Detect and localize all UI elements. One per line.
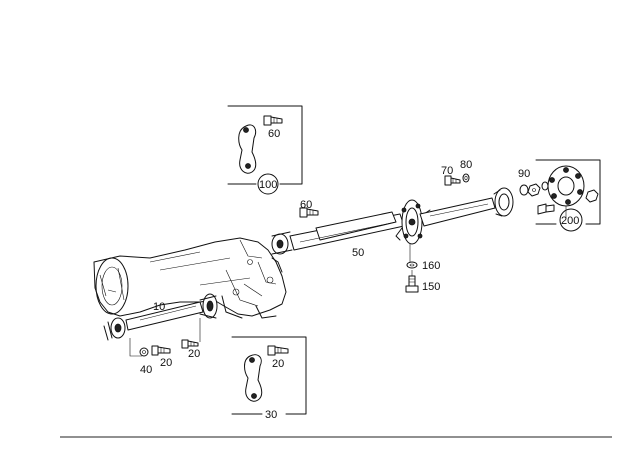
callout-30: 30 (265, 409, 277, 421)
callout-100: 100 (259, 179, 277, 191)
callout-200-circle (559, 208, 583, 232)
bolt-70 (444, 175, 461, 186)
washer-80 (462, 173, 470, 183)
callout-100-circle (257, 173, 279, 195)
callout-80: 80 (460, 159, 472, 171)
bolt-20-left (151, 345, 171, 356)
bracket-box-30 (231, 336, 307, 415)
bolt-150 (405, 275, 419, 293)
callout-20-left: 20 (160, 357, 172, 369)
nut-90 (519, 183, 541, 197)
washer-40 (139, 347, 149, 357)
front-propshaft (103, 301, 204, 341)
transmission-housing (93, 237, 287, 319)
callout-60-box: 60 (268, 128, 280, 140)
transmission-output-flange (199, 293, 218, 319)
callout-20-right: 20 (188, 348, 200, 360)
callout-200: 200 (561, 215, 579, 227)
rear-propshaft (419, 187, 514, 227)
bolt-60-middle (299, 207, 319, 218)
callout-10: 10 (153, 301, 165, 313)
callout-60-middle: 60 (300, 199, 312, 211)
callout-20-box: 20 (272, 358, 284, 370)
callout-160: 160 (422, 260, 440, 272)
callout-150: 150 (422, 281, 440, 293)
callout-70: 70 (441, 165, 453, 177)
main-propshaft (271, 211, 405, 255)
leader-lines (129, 206, 567, 357)
washer-160 (406, 261, 418, 269)
bracket-box-100 (227, 105, 303, 185)
callout-50: 50 (352, 247, 364, 259)
bolt-20-right (181, 339, 199, 349)
callout-90: 90 (518, 168, 530, 180)
callout-40: 40 (140, 364, 152, 376)
